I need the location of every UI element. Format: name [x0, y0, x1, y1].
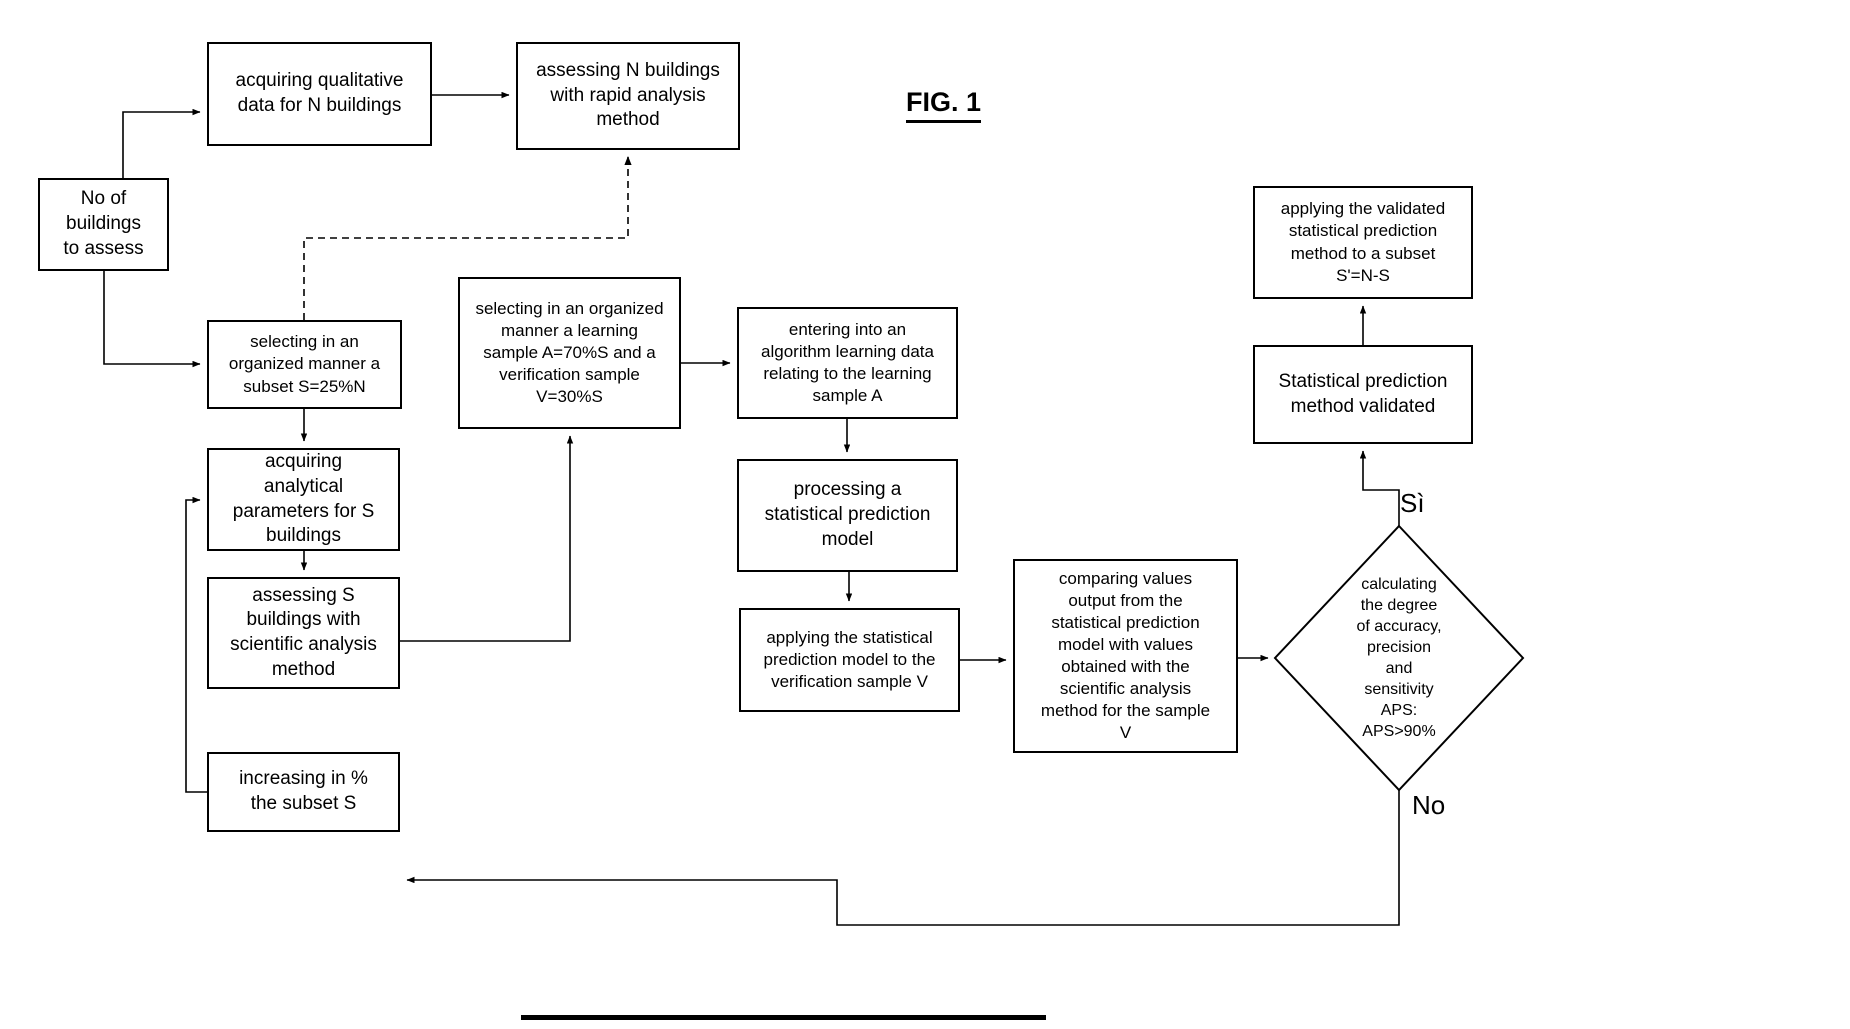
- node-processing-model-label: processing a statistical prediction mode…: [764, 479, 931, 550]
- branch-label-no: No: [1412, 790, 1446, 820]
- edge-subset-s-to-assessing-n-dashed: [303, 156, 632, 320]
- node-acquiring-analytical-params-label: acquiring analytical parameters for S bu…: [232, 451, 375, 547]
- node-entering-learning-data[interactable]: entering into an algorithm learning data…: [737, 307, 958, 419]
- node-applying-validated-method[interactable]: applying the validated statistical predi…: [1253, 186, 1473, 299]
- node-assessing-s-buildings-label: assessing S buildings with scientific an…: [230, 584, 377, 680]
- caption-rule: [521, 1015, 1046, 1020]
- node-applying-validated-method-label: applying the validated statistical predi…: [1280, 199, 1446, 285]
- node-no-of-buildings-to-assess[interactable]: No of buildings to assess: [38, 178, 169, 271]
- node-comparing-values[interactable]: comparing values output from the statist…: [1013, 559, 1238, 753]
- edge-decision-no-to-increasing: [406, 790, 1400, 926]
- node-selecting-subset-s-label: selecting in an organized manner a subse…: [228, 332, 381, 396]
- edge-start-to-subset-s: [103, 271, 201, 368]
- node-increasing-subset-s-label: increasing in % the subset S: [239, 768, 368, 814]
- branch-label-yes: Sì: [1400, 488, 1425, 518]
- decision-calculating-degree-of-accuracy[interactable]: calculating the degree of accuracy, prec…: [1273, 524, 1525, 792]
- node-entering-learning-data-label: entering into an algorithm learning data…: [761, 319, 934, 406]
- node-method-validated[interactable]: Statistical prediction method validated: [1253, 345, 1473, 444]
- node-assessing-n-buildings-label: assessing N buildings with rapid analysi…: [536, 59, 720, 131]
- node-processing-model[interactable]: processing a statistical prediction mode…: [737, 459, 958, 572]
- node-assessing-n-buildings[interactable]: assessing N buildings with rapid analysi…: [516, 42, 740, 150]
- edge-increasing-to-acquiring-analytical: [185, 496, 207, 793]
- node-selecting-learning-sample[interactable]: selecting in an organized manner a learn…: [458, 277, 681, 429]
- node-no-of-buildings-to-assess-label: No of buildings to assess: [63, 188, 144, 259]
- node-method-validated-label: Statistical prediction method validated: [1278, 370, 1448, 417]
- node-acquiring-qualitative-data[interactable]: acquiring qualitative data for N buildin…: [207, 42, 432, 146]
- node-comparing-values-label: comparing values output from the statist…: [1040, 568, 1211, 743]
- figure-title: FIG. 1: [906, 87, 982, 123]
- node-selecting-subset-s[interactable]: selecting in an organized manner a subse…: [207, 320, 402, 409]
- node-assessing-s-buildings[interactable]: assessing S buildings with scientific an…: [207, 577, 400, 689]
- edge-start-to-acquiring-qualitative: [122, 108, 201, 178]
- node-applying-model-to-v[interactable]: applying the statistical prediction mode…: [739, 608, 960, 712]
- edge-assessing-s-to-learning-sample: [400, 435, 574, 642]
- node-acquiring-qualitative-data-label: acquiring qualitative data for N buildin…: [235, 70, 404, 116]
- node-applying-model-to-v-label: applying the statistical prediction mode…: [763, 627, 936, 692]
- node-selecting-learning-sample-label: selecting in an organized manner a learn…: [475, 298, 664, 407]
- node-acquiring-analytical-params[interactable]: acquiring analytical parameters for S bu…: [207, 448, 400, 551]
- decision-label: calculating the degree of accuracy, prec…: [1356, 575, 1442, 741]
- edge-decision-yes-to-validated: [1359, 450, 1400, 526]
- decision-shape: [1273, 524, 1525, 792]
- node-increasing-subset-s[interactable]: increasing in % the subset S: [207, 752, 400, 832]
